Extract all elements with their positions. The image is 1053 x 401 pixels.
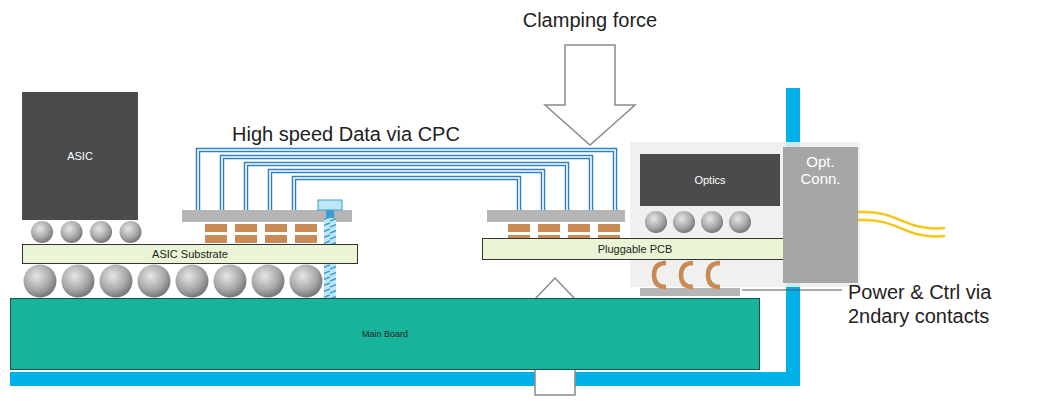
optics-chip: Optics — [640, 154, 780, 206]
copper-contact — [205, 235, 227, 243]
asic-substrate: ASIC Substrate — [22, 244, 358, 264]
copper-contact — [295, 235, 317, 243]
optical-fiber — [858, 220, 945, 237]
node-label: Pluggable PCB — [598, 243, 673, 256]
copper-contact — [235, 224, 257, 232]
copper-contact — [205, 224, 227, 232]
contact-plate — [640, 288, 740, 296]
cpc-cable — [270, 171, 543, 210]
copper-contact — [538, 224, 560, 232]
node-label: Main Board — [362, 329, 408, 339]
cpc-cable — [294, 178, 519, 210]
cpc-cable-core — [198, 150, 615, 210]
optical-connector: Opt. Conn. — [783, 147, 858, 283]
node-label: ASIC — [67, 150, 93, 163]
solder-ball — [62, 265, 95, 298]
force-label: Clamping force — [523, 8, 658, 32]
cpc-cable — [198, 150, 615, 210]
solder-ball — [701, 211, 723, 233]
copper-contact — [598, 224, 620, 232]
copper-contact — [295, 224, 317, 232]
cpc-cable-core — [246, 164, 567, 210]
cpc-cable — [222, 157, 591, 210]
solder-ball — [138, 265, 171, 298]
node-label: Opt. Conn. — [796, 153, 846, 188]
cpc-cable — [246, 164, 567, 210]
solder-ball — [673, 211, 695, 233]
solder-ball — [61, 221, 83, 243]
screw-head — [318, 200, 342, 210]
clamp-arrow-down — [545, 45, 635, 145]
asic-chip: ASIC — [22, 92, 138, 220]
spring-contact — [681, 263, 693, 287]
data-path-label: High speed Data via CPC — [232, 122, 460, 146]
solder-ball — [645, 211, 667, 233]
node-label: ASIC Substrate — [152, 248, 228, 261]
solder-ball — [120, 221, 142, 243]
solder-ball — [31, 221, 53, 243]
frame-base — [10, 372, 800, 386]
cpc-cable-core — [270, 171, 543, 210]
pluggable-pcb: Pluggable PCB — [482, 238, 788, 260]
solder-ball — [24, 265, 57, 298]
solder-ball — [290, 265, 323, 298]
leader-line — [742, 290, 842, 291]
spring-contact — [708, 263, 720, 287]
solder-ball — [729, 211, 751, 233]
cpc-plate — [487, 210, 625, 222]
solder-ball — [252, 265, 285, 298]
screw-slot — [326, 210, 334, 218]
solder-ball — [176, 265, 209, 298]
cpc-cable-core — [294, 178, 519, 210]
pluggable-housing — [630, 142, 860, 287]
copper-contact — [508, 224, 530, 232]
copper-contact — [568, 224, 590, 232]
copper-contact — [235, 235, 257, 243]
node-label: Optics — [694, 174, 725, 187]
cpc-cable-core — [222, 157, 591, 210]
main-board: Main Board — [10, 298, 760, 370]
solder-ball — [90, 221, 112, 243]
solder-ball — [214, 265, 247, 298]
solder-ball — [100, 265, 133, 298]
power-callout: Power & Ctrl via 2ndary contacts — [848, 280, 1043, 328]
copper-contact — [265, 224, 287, 232]
copper-contact — [265, 235, 287, 243]
spring-contact — [654, 263, 666, 287]
